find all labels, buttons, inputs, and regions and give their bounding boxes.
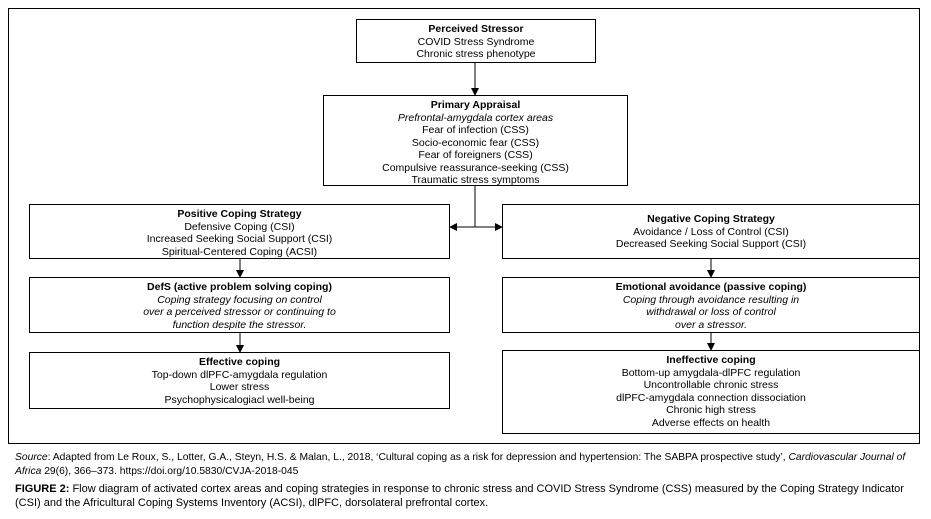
- effective-coping-box: Effective coping Top-down dlPFC-amygdala…: [29, 352, 450, 409]
- perceived-line-2: Chronic stress phenotype: [416, 48, 536, 60]
- emotional-avoidance-title: Emotional avoidance (passive coping): [615, 281, 807, 293]
- figure-caption: FIGURE 2: Flow diagram of activated cort…: [15, 482, 920, 510]
- source-text-2: 29(6), 366–373. https://doi.org/10.5830/…: [41, 466, 299, 477]
- positive-line-1: Defensive Coping (CSI): [184, 220, 295, 233]
- primary-appraisal-subtitle: Prefrontal-amygdala cortex areas: [397, 111, 554, 124]
- figure-label: FIGURE 2:: [15, 483, 70, 495]
- ineffective-coping-title: Ineffective coping: [666, 354, 756, 366]
- defs-line-1: Coping strategy focusing on control: [157, 293, 322, 306]
- positive-line-3: Spiritual-Centered Coping (ACSI): [161, 245, 318, 258]
- negative-coping-box: Negative Coping Strategy Avoidance / Los…: [502, 204, 920, 259]
- perceived-stressor-box: Perceived Stressor COVID Stress Syndrome…: [356, 19, 596, 63]
- positive-coping-title: Positive Coping Strategy: [177, 208, 302, 220]
- primary-line-4: Compulsive reassurance-seeking (CSS): [382, 161, 569, 174]
- positive-coping-box: Positive Coping Strategy Defensive Copin…: [29, 204, 450, 259]
- ineffective-line-4: Chronic high stress: [666, 404, 756, 416]
- defs-title: DefS (active problem solving coping): [147, 281, 332, 293]
- effective-line-2: Lower stress: [209, 381, 270, 393]
- ineffective-line-3: dlPFC-amygdala connection dissociation: [616, 391, 806, 404]
- ineffective-line-5: Adverse effects on health: [651, 416, 771, 429]
- source-label: Source: [15, 452, 48, 463]
- source-caption: Source: Adapted from Le Roux, S., Lotter…: [15, 451, 920, 479]
- defs-box: DefS (active problem solving coping) Cop…: [29, 277, 450, 333]
- primary-appraisal-title: Primary Appraisal: [430, 99, 521, 111]
- source-journal-1: Cardiovascular Journal of: [788, 452, 906, 463]
- primary-line-2: Socio-economic fear (CSS): [411, 136, 540, 149]
- positive-line-2: Increased Seeking Social Support (CSI): [146, 233, 333, 245]
- primary-line-5: Traumatic stress symptoms: [411, 174, 540, 186]
- defs-line-3: function despite the stressor.: [172, 318, 307, 331]
- negative-line-1: Avoidance / Loss of Control (CSI): [633, 225, 789, 238]
- effective-line-3: Psychophysicalogiacl well-being: [164, 393, 315, 406]
- perceived-line-1: COVID Stress Syndrome: [417, 35, 535, 48]
- defs-line-2: over a perceived stressor or continuing …: [143, 306, 336, 318]
- perceived-stressor-title: Perceived Stressor: [428, 23, 524, 35]
- emotional-line-2: withdrawal or loss of control: [646, 306, 776, 318]
- emotional-avoidance-box: Emotional avoidance (passive coping) Cop…: [502, 277, 920, 333]
- source-journal-2: Africa: [15, 466, 42, 477]
- primary-line-3: Fear of foreigners (CSS): [418, 149, 533, 161]
- figure-text: Flow diagram of activated cortex areas a…: [15, 483, 904, 509]
- ineffective-line-2: Uncontrollable chronic stress: [643, 379, 779, 391]
- emotional-line-1: Coping through avoidance resulting in: [622, 293, 800, 306]
- source-text-1: : Adapted from Le Roux, S., Lotter, G.A.…: [47, 452, 789, 463]
- emotional-line-3: over a stressor.: [675, 318, 747, 331]
- ineffective-line-1: Bottom-up amygdala-dlPFC regulation: [621, 366, 801, 379]
- effective-line-1: Top-down dlPFC-amygdala regulation: [151, 368, 328, 381]
- primary-appraisal-box: Primary Appraisal Prefrontal-amygdala co…: [323, 95, 628, 186]
- ineffective-coping-box: Ineffective coping Bottom-up amygdala-dl…: [502, 350, 920, 434]
- primary-line-1: Fear of infection (CSS): [422, 124, 529, 136]
- effective-coping-title: Effective coping: [198, 356, 281, 368]
- negative-line-2: Decreased Seeking Social Support (CSI): [615, 238, 807, 250]
- negative-coping-title: Negative Coping Strategy: [647, 213, 775, 225]
